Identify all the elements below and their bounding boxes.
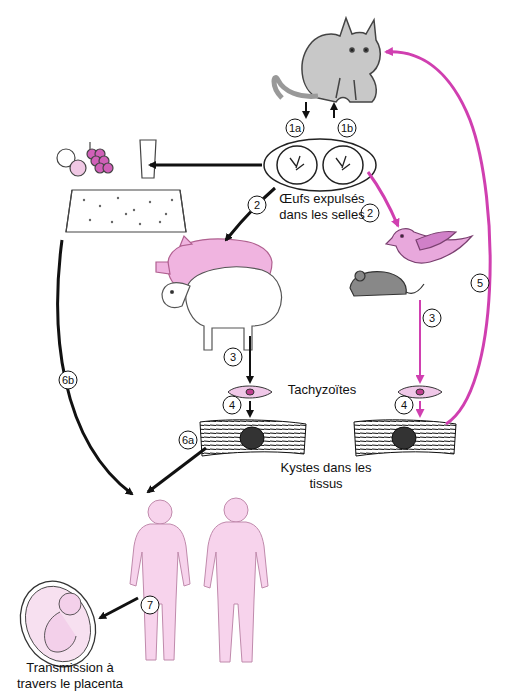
callout-number: 1b	[341, 122, 353, 134]
callout-number: 7	[147, 599, 153, 611]
human-figure	[130, 498, 268, 662]
cat	[274, 18, 380, 102]
callout-number: 1a	[289, 122, 301, 134]
callout-number: 4	[229, 399, 235, 411]
callout-number: 3	[429, 312, 435, 324]
food-and-litter	[57, 140, 186, 232]
bird	[386, 229, 472, 263]
mouse	[350, 271, 424, 296]
oocyst	[264, 139, 376, 191]
callout-number: 4	[401, 399, 407, 411]
caption-label: Kystes dans les tissus	[271, 460, 381, 492]
callout-number: 6b	[62, 374, 74, 386]
callout-number: 2	[254, 199, 260, 211]
callout-number: 6a	[182, 434, 194, 446]
callout-circle	[59, 119, 489, 614]
sheep	[162, 267, 281, 350]
caption-label: Transmission à travers le placenta	[5, 660, 135, 692]
callout-number: 5	[477, 277, 483, 289]
callout-number: 3	[230, 351, 236, 363]
caption-label: Œufs expulsés dans les selles	[267, 191, 377, 223]
caption-label: Tachyzoïtes	[288, 382, 357, 398]
tissue-cyst	[200, 420, 456, 456]
callout-number: 2	[367, 207, 373, 219]
